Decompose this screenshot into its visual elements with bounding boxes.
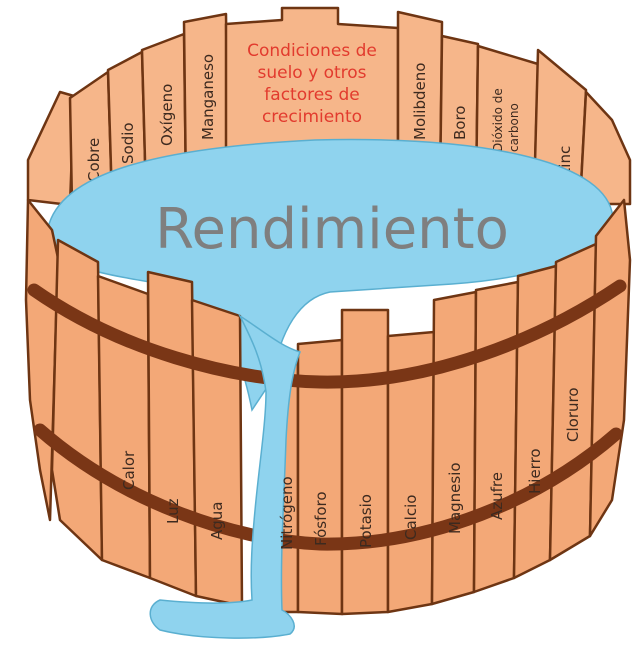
- front-stave-side-left: [50, 238, 104, 562]
- front-stave-potasio: [340, 308, 390, 616]
- label-magnesio: Magnesio: [446, 462, 464, 534]
- note-line-4: crecimiento: [262, 107, 362, 127]
- back-labels: Cobre Sodio Oxígeno Manganeso Molibdeno …: [85, 54, 574, 182]
- label-hierro: Hierro: [526, 448, 544, 494]
- water-stream: [149, 313, 302, 639]
- diagram-title: Rendimiento: [155, 197, 509, 262]
- label-calor: Calor: [120, 450, 138, 490]
- label-sodio: Sodio: [119, 122, 137, 164]
- note-line-2: suelo y otros: [257, 63, 366, 83]
- label-potasio: Potasio: [357, 494, 375, 548]
- label-manganeso: Manganeso: [199, 54, 217, 140]
- label-dioxido-line2: carbono: [507, 103, 521, 152]
- label-cobre: Cobre: [85, 138, 103, 182]
- label-azufre: Azufre: [488, 472, 506, 520]
- label-dioxido: Dióxido de carbono: [491, 84, 521, 152]
- label-oxigeno: Oxígeno: [158, 84, 176, 146]
- label-agua: Agua: [208, 502, 226, 540]
- label-luz: Luz: [164, 498, 182, 524]
- lower-hoop: [33, 423, 623, 551]
- note-line-3: factores de: [264, 85, 359, 105]
- label-nitrogeno: Nitrógeno: [278, 476, 296, 550]
- note-line-1: Condiciones de: [247, 41, 377, 61]
- label-fosforo: Fósforo: [312, 491, 330, 546]
- label-boro: Boro: [451, 106, 469, 140]
- label-calcio: Calcio: [402, 495, 420, 540]
- front-stave-edge-right: [588, 198, 632, 538]
- label-molibdeno: Molibdeno: [411, 63, 429, 140]
- front-stave-agua: [190, 298, 244, 608]
- front-stave-magnesio: [430, 290, 478, 606]
- upper-hoop: [27, 279, 627, 389]
- front-stave-luz: [146, 270, 198, 598]
- back-stave-edge-left: [26, 90, 76, 207]
- label-dioxido-line1: Dióxido de: [491, 88, 505, 152]
- label-cloruro: Cloruro: [564, 387, 582, 442]
- front-stave-calor: [96, 274, 152, 580]
- front-labels: Calor Luz Agua Nitrógeno Fósforo Potasio…: [120, 387, 582, 550]
- center-note: Condiciones de suelo y otros factores de…: [247, 41, 377, 127]
- front-stave-azufre: [472, 280, 520, 594]
